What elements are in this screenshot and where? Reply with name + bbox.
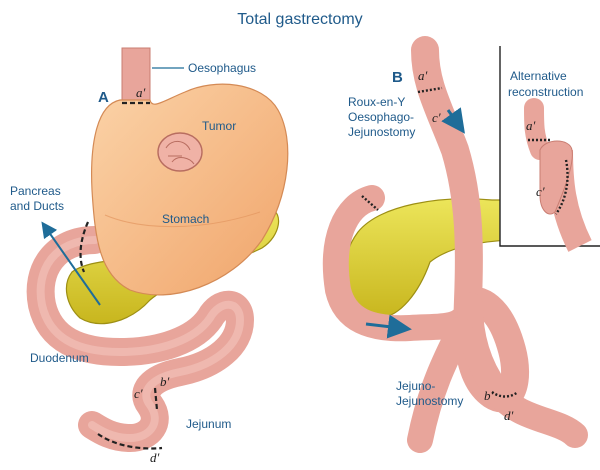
duodenal-stump — [322, 185, 483, 342]
inset-title-2: reconstruction — [508, 85, 583, 99]
mark-b-d-prime: d′ — [504, 408, 514, 423]
panel-b-letter: B — [392, 69, 403, 86]
mark-b-b-prime: b′ — [484, 388, 494, 403]
suture-stump — [361, 195, 379, 211]
tumor — [157, 132, 203, 172]
label-stomach: Stomach — [162, 212, 209, 226]
inset-mark-a-prime: a′ — [526, 118, 536, 133]
label-jj-2: Jejunostomy — [396, 394, 463, 408]
cut-line-d — [97, 433, 163, 450]
label-pancreas-2: and Ducts — [10, 199, 64, 213]
label-duodenum: Duodenum — [30, 351, 89, 365]
label-jj-1: Jejuno- — [396, 379, 435, 393]
duodenum-highlight — [36, 236, 245, 443]
diagram-title: Total gastrectomy — [237, 11, 362, 28]
stomach-fold — [104, 211, 261, 228]
cut-line-duodenum — [79, 221, 90, 273]
panel-a: A Oesophagus Tumor Stomach Pancreas and … — [10, 47, 289, 465]
cut-line-b — [153, 387, 159, 411]
flow-arrow-upper — [441, 107, 465, 134]
pancreas-pointer-arrow — [41, 221, 101, 306]
efferent-limb — [407, 317, 473, 453]
label-pancreas-1: Pancreas — [10, 184, 61, 198]
label-jejunum: Jejunum — [186, 417, 231, 431]
label-roux-3: Jejunostomy — [348, 125, 415, 139]
mark-c-prime: c′ — [134, 386, 143, 401]
suture-jejuno-jejunal — [491, 391, 519, 398]
mark-d-prime: d′ — [150, 450, 160, 465]
label-tumor: Tumor — [202, 119, 236, 133]
inset-oesophagus — [524, 98, 550, 160]
label-oesophagus: Oesophagus — [188, 61, 256, 75]
suture-oesophago-jejunal — [417, 86, 443, 94]
inset-suture-c — [555, 159, 569, 215]
panel-a-letter: A — [98, 89, 109, 106]
stomach — [91, 83, 289, 296]
mark-b-c-prime: c′ — [432, 110, 441, 125]
mark-b-a-prime: a′ — [418, 68, 428, 83]
flow-arrow-lower — [365, 314, 412, 339]
mark-b-prime: b′ — [160, 374, 170, 389]
panel-b: B Roux-en-Y Oesophago- Jejunostomy Jejun… — [322, 36, 588, 453]
inset-title-1: Alternative — [510, 69, 567, 83]
inset-pouch — [539, 140, 573, 215]
label-roux-2: Oesophago- — [348, 110, 414, 124]
label-roux-1: Roux-en-Y — [348, 95, 405, 109]
mark-a-prime: a′ — [136, 85, 146, 100]
inset-alternative: Alternative reconstruction a′ c′ — [499, 46, 600, 252]
inset-mark-c-prime: c′ — [536, 184, 545, 199]
